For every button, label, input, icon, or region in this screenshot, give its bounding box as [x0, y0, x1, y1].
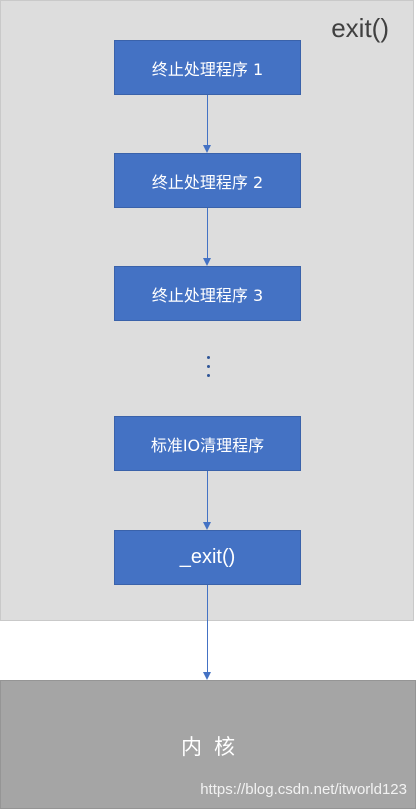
arrow-handler2-to-handler3-line	[207, 208, 208, 258]
stdio-cleanup-box: 标准IO清理程序	[114, 416, 301, 471]
ellipsis-dot	[206, 356, 210, 359]
arrow-stdio-to-exit-line	[207, 471, 208, 522]
arrow-handler1-to-handler2-line	[207, 95, 208, 145]
arrow-handler1-to-handler2-head	[203, 145, 211, 153]
vertical-ellipsis	[206, 356, 210, 377]
termination-handler-1-box: 终止处理程序 1	[114, 40, 301, 95]
watermark-url: https://blog.csdn.net/itworld123	[200, 781, 407, 798]
arrow-exit-to-kernel-head	[203, 672, 211, 680]
ellipsis-dot	[206, 365, 210, 368]
arrow-stdio-to-exit-head	[203, 522, 211, 530]
kernel-block: 内核 https://blog.csdn.net/itworld123	[0, 680, 416, 809]
kernel-label: 内核	[181, 735, 247, 759]
exit-region-label: exit()	[331, 13, 389, 43]
arrow-exit-to-kernel-line	[207, 585, 208, 672]
underscore-exit-box: _exit()	[114, 530, 301, 585]
arrow-handler2-to-handler3-head	[203, 258, 211, 266]
termination-handler-3-box: 终止处理程序 3	[114, 266, 301, 321]
ellipsis-dot	[206, 374, 210, 377]
termination-handler-2-box: 终止处理程序 2	[114, 153, 301, 208]
